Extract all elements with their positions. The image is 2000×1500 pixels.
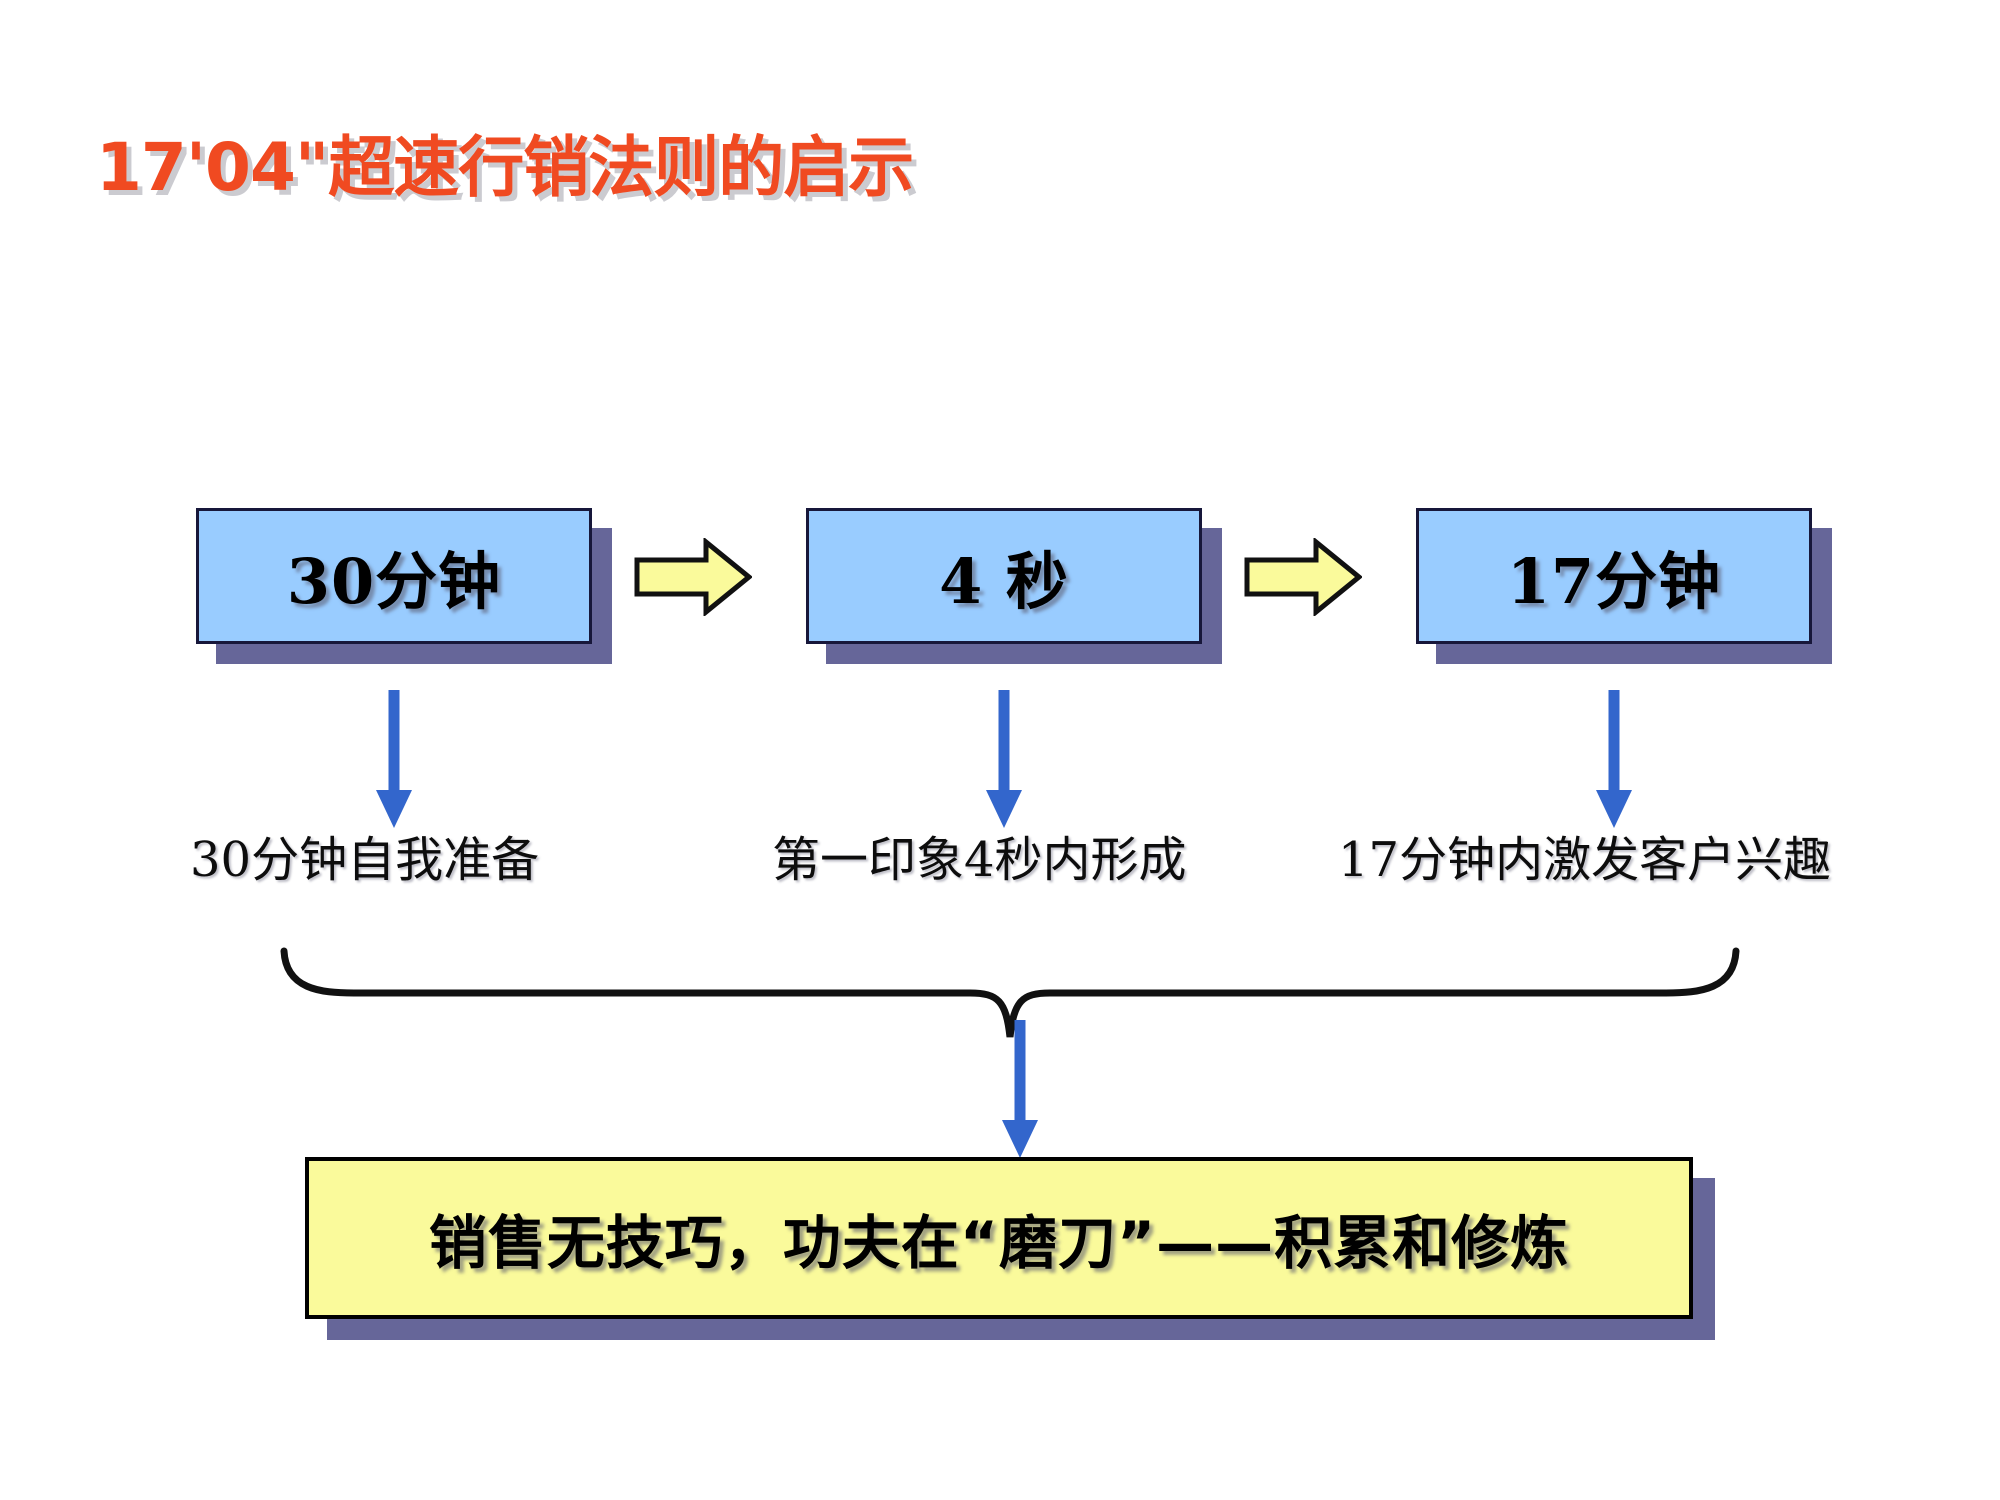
page-title: 17'04"超速行销法则的启示 bbox=[96, 129, 914, 206]
stage-box-2-label: 4 秒 bbox=[939, 545, 1069, 618]
stage-box-2[interactable]: 4 秒 bbox=[806, 508, 1202, 644]
chevron-right-arrow-icon bbox=[1244, 536, 1363, 618]
stage-box-1[interactable]: 30分钟 bbox=[196, 508, 592, 644]
arrow-down-icon bbox=[334, 690, 454, 830]
conclusion-text: 销售无技巧，功夫在“磨刀”——积累和修炼 bbox=[428, 1209, 1570, 1277]
stage-caption-3: 17分钟内激发客户兴趣 bbox=[1338, 832, 1832, 888]
stage-caption-1: 30分钟自我准备 bbox=[190, 832, 540, 888]
stage-caption-2: 第一印象4秒内形成 bbox=[772, 832, 1187, 888]
stage-box-1-label: 30分钟 bbox=[286, 545, 502, 618]
chevron-right-arrow-icon bbox=[634, 536, 753, 618]
conclusion-box[interactable]: 销售无技巧，功夫在“磨刀”——积累和修炼 bbox=[305, 1157, 1693, 1319]
arrow-down-icon bbox=[960, 1020, 1080, 1160]
stage-box-3[interactable]: 17分钟 bbox=[1416, 508, 1812, 644]
arrow-down-icon bbox=[944, 690, 1064, 830]
horizontal-curly-brace-icon bbox=[280, 945, 1740, 1045]
stage-box-3-label: 17分钟 bbox=[1506, 545, 1722, 618]
arrow-down-icon bbox=[1554, 690, 1674, 830]
